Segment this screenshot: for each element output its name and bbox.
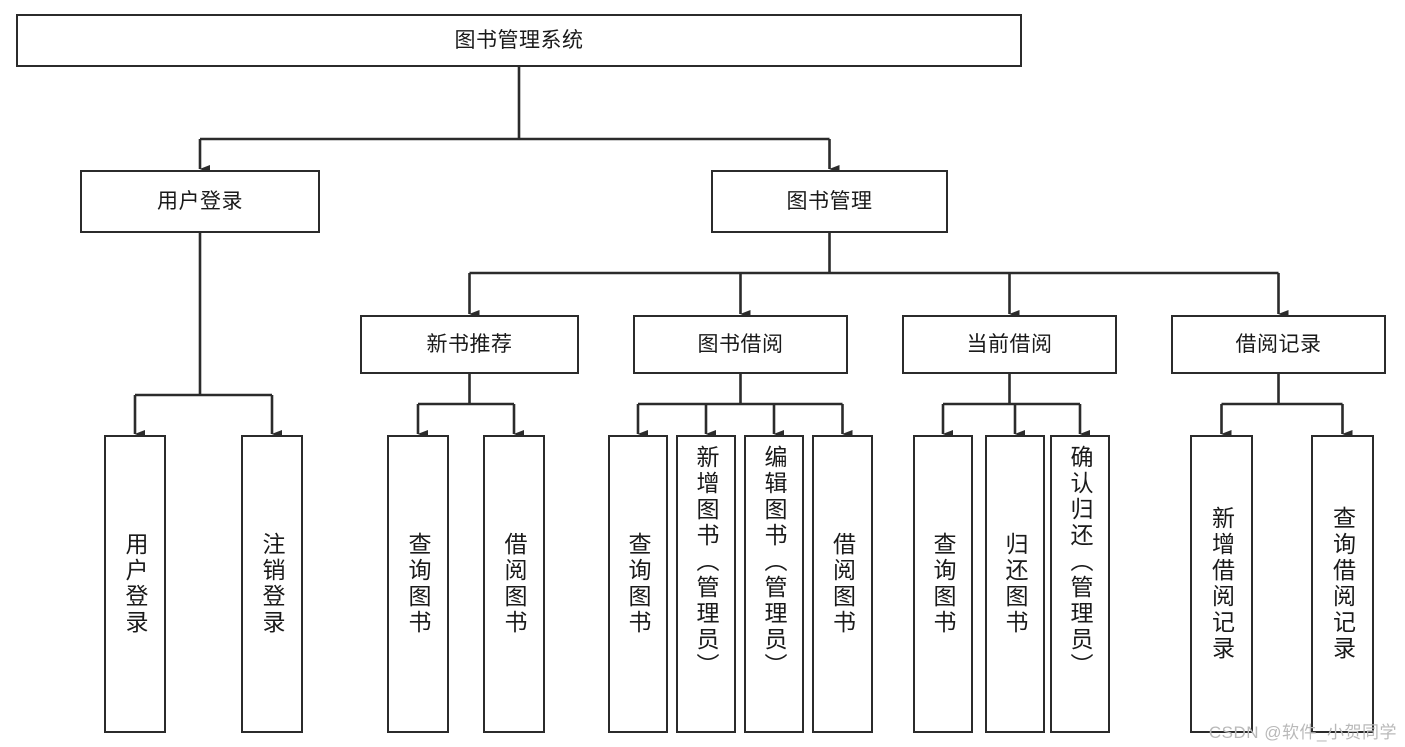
node-leaf-bw-query[interactable]: 查询图书 — [608, 435, 668, 733]
node-newbook[interactable]: 新书推荐 — [360, 315, 579, 374]
node-label: 查询图书 — [405, 532, 432, 636]
node-label: 借阅图书 — [501, 532, 528, 636]
node-label: 确认归还（管理员） — [1067, 445, 1094, 679]
node-label: 图书管理系统 — [454, 28, 584, 52]
node-label: 注销登录 — [259, 532, 286, 636]
node-label: 编辑图书（管理员） — [761, 445, 788, 679]
node-leaf-user-logout[interactable]: 注销登录 — [241, 435, 303, 733]
node-label: 图书借阅 — [697, 332, 784, 356]
node-leaf-nb-borrow[interactable]: 借阅图书 — [483, 435, 545, 733]
node-records[interactable]: 借阅记录 — [1171, 315, 1386, 374]
node-label: 当前借阅 — [966, 332, 1053, 356]
node-label: 查询借阅记录 — [1329, 506, 1356, 662]
node-leaf-cur-return[interactable]: 归还图书 — [985, 435, 1045, 733]
node-leaf-rec-add[interactable]: 新增借阅记录 — [1190, 435, 1253, 733]
node-leaf-rec-query[interactable]: 查询借阅记录 — [1311, 435, 1374, 733]
node-label: 查询图书 — [930, 532, 957, 636]
node-leaf-cur-query[interactable]: 查询图书 — [913, 435, 973, 733]
node-label: 借阅记录 — [1235, 332, 1322, 356]
node-current[interactable]: 当前借阅 — [902, 315, 1117, 374]
node-label: 借阅图书 — [829, 532, 856, 636]
node-label: 新书推荐 — [426, 332, 513, 356]
csdn-watermark: CSDN @软件_小贺同学 — [1208, 723, 1397, 742]
node-bookmgmt[interactable]: 图书管理 — [711, 170, 948, 233]
node-label: 新增借阅记录 — [1208, 506, 1235, 662]
node-leaf-bw-edit[interactable]: 编辑图书（管理员） — [744, 435, 804, 733]
node-label: 图书管理 — [786, 189, 873, 213]
node-leaf-nb-query[interactable]: 查询图书 — [387, 435, 449, 733]
node-label: 新增图书（管理员） — [693, 445, 720, 679]
node-label: 查询图书 — [625, 532, 652, 636]
node-label: 用户登录 — [157, 189, 243, 213]
node-leaf-user-login[interactable]: 用户登录 — [104, 435, 166, 733]
node-login[interactable]: 用户登录 — [80, 170, 320, 233]
node-root[interactable]: 图书管理系统 — [16, 14, 1022, 67]
node-label: 用户登录 — [122, 532, 149, 636]
node-borrow[interactable]: 图书借阅 — [633, 315, 848, 374]
node-leaf-bw-add[interactable]: 新增图书（管理员） — [676, 435, 736, 733]
node-label: 归还图书 — [1002, 532, 1029, 636]
node-leaf-bw-borrow[interactable]: 借阅图书 — [812, 435, 873, 733]
node-leaf-cur-confirm[interactable]: 确认归还（管理员） — [1050, 435, 1110, 733]
